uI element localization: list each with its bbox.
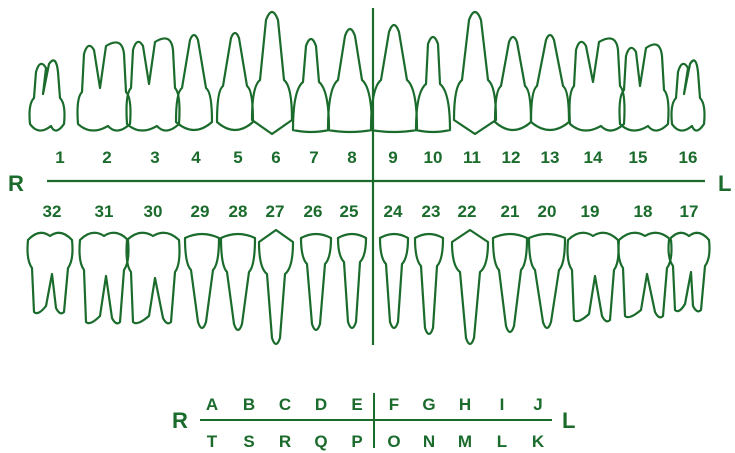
upper-tooth [252, 12, 292, 134]
upper-tooth [570, 38, 625, 130]
tooth-number-6: 6 [271, 148, 280, 167]
tooth-number-17: 17 [680, 202, 699, 221]
tooth-number-11: 11 [463, 148, 481, 167]
right-side-label: R [8, 171, 24, 196]
primary-tooth-H: H [459, 395, 471, 414]
primary-tooth-E: E [351, 395, 362, 414]
tooth-number-9: 9 [388, 148, 397, 167]
lower-tooth [380, 234, 408, 328]
upper-tooth [328, 29, 372, 132]
tooth-number-20: 20 [538, 202, 557, 221]
primary-tooth-R: R [279, 432, 291, 451]
primary-tooth-P: P [351, 432, 362, 451]
lower-tooth [301, 234, 331, 330]
tooth-number-23: 23 [422, 202, 441, 221]
primary-tooth-F: F [389, 395, 399, 414]
tooth-number-12: 12 [502, 148, 521, 167]
primary-tooth-M: M [458, 432, 472, 451]
tooth-number-21: 21 [501, 202, 520, 221]
primary-tooth-O: O [387, 432, 400, 451]
tooth-number-16: 16 [679, 148, 698, 167]
tooth-number-24: 24 [384, 202, 403, 221]
tooth-number-27: 27 [266, 202, 285, 221]
tooth-number-25: 25 [340, 202, 359, 221]
tooth-number-5: 5 [233, 148, 242, 167]
upper-tooth [217, 33, 253, 130]
lower-tooth [529, 234, 565, 328]
tooth-number-22: 22 [458, 202, 477, 221]
lower-tooth [568, 233, 619, 322]
lower-tooth-numbers: 32 31 30 29 28 27 26 25 24 23 22 21 20 19 18 17 [43, 202, 699, 221]
lower-tooth [221, 234, 255, 330]
upper-tooth [78, 42, 131, 130]
tooth-number-18: 18 [634, 202, 653, 221]
tooth-number-7: 7 [309, 148, 318, 167]
primary-tooth-I: I [500, 395, 505, 414]
lower-tooth [619, 233, 672, 318]
tooth-number-3: 3 [150, 148, 159, 167]
upper-tooth [620, 44, 669, 130]
tooth-number-2: 2 [102, 148, 111, 167]
primary-tooth-C: C [279, 395, 291, 414]
upper-tooth [495, 37, 531, 130]
tooth-number-32: 32 [43, 202, 62, 221]
lower-teeth [28, 230, 710, 344]
upper-tooth [293, 39, 329, 132]
primary-tooth-D: D [315, 395, 327, 414]
primary-tooth-T: T [207, 432, 218, 451]
tooth-number-26: 26 [304, 202, 323, 221]
tooth-number-1: 1 [55, 148, 64, 167]
lower-tooth [127, 233, 180, 324]
left-side-label: L [718, 171, 731, 196]
tooth-number-30: 30 [144, 202, 163, 221]
upper-teeth [30, 12, 705, 134]
tooth-number-19: 19 [581, 202, 600, 221]
primary-tooth-N: N [423, 432, 435, 451]
lower-tooth [259, 230, 293, 344]
tooth-number-14: 14 [584, 148, 603, 167]
lower-tooth [28, 233, 73, 314]
primary-tooth-B: B [243, 395, 255, 414]
upper-tooth [672, 60, 705, 130]
lower-tooth [185, 234, 219, 328]
upper-tooth [127, 38, 180, 130]
tooth-number-29: 29 [191, 202, 210, 221]
primary-tooth-A: A [206, 395, 218, 414]
tooth-number-13: 13 [541, 148, 560, 167]
primary-tooth-K: K [532, 432, 545, 451]
primary-tooth-G: G [422, 395, 435, 414]
tooth-number-8: 8 [347, 148, 356, 167]
primary-tooth-J: J [533, 395, 542, 414]
upper-tooth [371, 25, 417, 132]
tooth-number-4: 4 [191, 148, 201, 167]
primary-tooth-Q: Q [314, 432, 327, 451]
primary-right-side-label: R [172, 408, 188, 433]
upper-tooth [531, 35, 569, 130]
upper-tooth [30, 60, 65, 130]
lower-tooth [415, 234, 443, 334]
lower-tooth [493, 234, 527, 332]
lower-tooth [80, 233, 129, 324]
primary-left-side-label: L [562, 408, 575, 433]
lower-tooth [669, 233, 710, 312]
lower-tooth [452, 230, 488, 344]
primary-tooth-S: S [243, 432, 254, 451]
tooth-number-31: 31 [95, 202, 114, 221]
lower-tooth [338, 234, 366, 328]
tooth-number-28: 28 [229, 202, 248, 221]
primary-tooth-L: L [497, 432, 507, 451]
upper-tooth [454, 12, 496, 134]
upper-tooth [416, 37, 450, 132]
upper-tooth [176, 35, 212, 130]
tooth-number-10: 10 [424, 148, 443, 167]
tooth-number-15: 15 [629, 148, 648, 167]
